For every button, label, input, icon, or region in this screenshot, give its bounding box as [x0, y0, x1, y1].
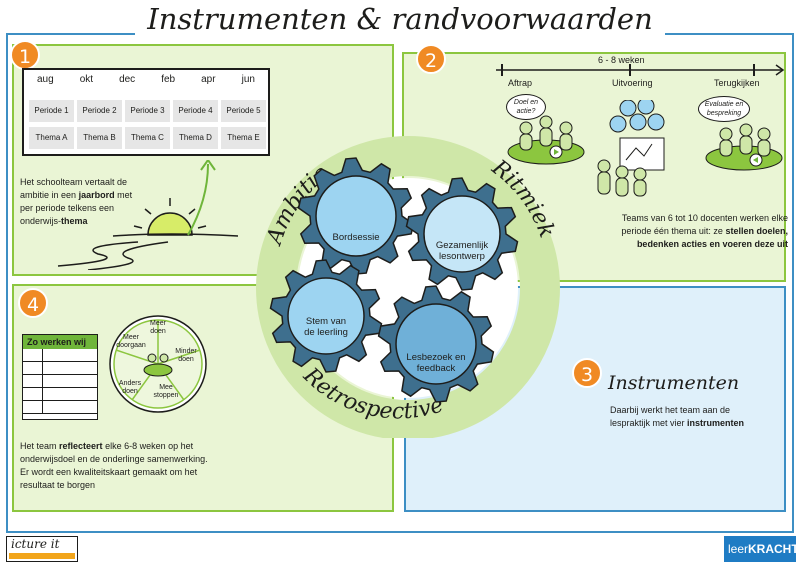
- month-label: dec: [119, 74, 136, 85]
- text: lespraktijk met vier: [610, 418, 685, 428]
- period-row: Periode 1 Periode 2 Periode 3 Periode 4 …: [29, 100, 266, 122]
- brand-leerkracht: leerKRACHT: [724, 536, 799, 562]
- bold-text: bedenken acties en voeren deze uit: [636, 239, 788, 249]
- cycle-diagram: Ambitie Ritmiek Retrospective Bordsessie…: [256, 136, 560, 438]
- wheel-segment: Meer doen: [150, 320, 166, 335]
- text: periode één thema uit: ze: [621, 226, 723, 236]
- speech-bubble: Evaluatie en bespreking: [698, 96, 750, 122]
- card-row: [23, 401, 97, 414]
- gear-label-lesbezoek: Lesbezoek en: [406, 352, 465, 363]
- text-line: per periode telkens een: [20, 203, 115, 213]
- text-line: Daarbij werkt het team aan de: [610, 405, 731, 415]
- phase-label: Aftrap: [508, 78, 533, 88]
- text-line: periode één thema uit: ze stellen doelen…: [592, 225, 788, 238]
- card-row: [23, 388, 97, 401]
- gear-bordsessie-face: [315, 175, 397, 257]
- text-line: onderwijsdoel en de onderlinge samenwerk…: [20, 454, 208, 464]
- panel3-description: Daarbij werkt het team aan de lespraktij…: [610, 404, 780, 430]
- brand-text: icture it: [11, 537, 60, 551]
- theme-row: Thema A Thema B Thema C Thema D Thema E: [29, 127, 266, 149]
- team-illustrations: [507, 100, 783, 197]
- panel1-description: Het schoolteam vertaalt de ambitie in ee…: [20, 176, 200, 228]
- wheel-segment: Anders doen: [118, 380, 142, 395]
- gear-label-lesontwerp: lesontwerp: [439, 251, 485, 262]
- gear-stem-van-de-leerling-face: [287, 277, 365, 355]
- jaarbord: aug okt dec feb apr jun Periode 1 Period…: [22, 68, 270, 156]
- phase-label: Uitvoering: [612, 78, 653, 88]
- card-row: [23, 362, 97, 375]
- period-cell: Periode 1: [29, 100, 74, 122]
- text-line: bedenken acties en voeren deze uit: [592, 238, 788, 251]
- instrumenten-title: Instrumenten: [608, 372, 740, 394]
- bold-text: jaarbord: [78, 190, 115, 200]
- brand-picture-it: icture it: [6, 536, 78, 562]
- text: met: [117, 190, 133, 200]
- text-line: lespraktijk met vier instrumenten: [610, 417, 780, 430]
- theme-cell: Thema B: [77, 127, 122, 149]
- gear-label-bordsessie: Bordsessie: [333, 232, 380, 243]
- month-label: apr: [201, 74, 216, 85]
- text-line: onderwijs-thema: [20, 215, 200, 228]
- gear-label-feedback: feedback: [417, 363, 456, 374]
- page-title: Instrumenten & randvoorwaarden: [0, 2, 800, 36]
- speech-bubble: Doel en actie?: [506, 94, 546, 120]
- panel4-description: Het team reflecteert elke 6-8 weken op h…: [20, 440, 260, 492]
- retro-wheel: [109, 315, 207, 413]
- panel2-description: Teams van 6 tot 10 docenten werken elke …: [592, 212, 788, 251]
- period-cell: Periode 5: [221, 100, 266, 122]
- month-row: aug okt dec feb apr jun: [24, 74, 268, 85]
- step-number-1: 1: [10, 40, 40, 70]
- brand-text: leer: [728, 542, 749, 556]
- gear-label-stem-van: Stem van: [306, 316, 346, 327]
- brand-text-bold: KRACHT: [748, 542, 799, 556]
- step-number-2: 2: [416, 44, 446, 74]
- step-number-3: 3: [572, 358, 602, 388]
- text-line: resultaat te borgen: [20, 480, 96, 490]
- quality-card: Zo werken wij: [22, 334, 98, 420]
- text: ambitie in een: [20, 190, 77, 200]
- month-label: okt: [79, 74, 94, 85]
- gear-group: [269, 157, 519, 403]
- text-line: ambitie in een jaarbord met: [20, 189, 200, 202]
- theme-cell: Thema D: [173, 127, 218, 149]
- month-label: feb: [161, 74, 176, 85]
- text-line: Er wordt een kwaliteitskaart gemaakt om …: [20, 467, 198, 477]
- phase-label: Terugkijken: [714, 78, 760, 88]
- period-cell: Periode 4: [173, 100, 218, 122]
- wheel-segment: Mee stoppen: [153, 384, 179, 399]
- theme-cell: Thema A: [29, 127, 74, 149]
- bold-text: thema: [61, 216, 88, 226]
- duration-label: 6 - 8 weken: [598, 55, 645, 65]
- wheel-segment: Meer doorgaan: [116, 334, 146, 349]
- period-cell: Periode 2: [77, 100, 122, 122]
- period-cell: Periode 3: [125, 100, 170, 122]
- gear-label-de-leerling: de leerling: [304, 327, 348, 338]
- text-line: Het schoolteam vertaalt de: [20, 177, 128, 187]
- bold-text: instrumenten: [687, 418, 745, 428]
- bold-text: stellen doelen,: [725, 226, 788, 236]
- text: onderwijs-: [20, 216, 62, 226]
- step-number-4: 4: [18, 288, 48, 318]
- sunrise-illustration: [57, 160, 239, 270]
- month-label: aug: [37, 74, 54, 85]
- timeline: [496, 64, 785, 76]
- wheel-segment: Minder doen: [175, 348, 197, 363]
- cycle-ring: [256, 136, 560, 438]
- card-row: [23, 375, 97, 388]
- gear-label-gezamenlijk: Gezamenlijk: [436, 240, 489, 251]
- theme-cell: Thema C: [125, 127, 170, 149]
- text-line: Teams van 6 tot 10 docenten werken elke: [621, 213, 788, 223]
- quality-card-title: Zo werken wij: [23, 335, 97, 349]
- text: elke 6-8 weken op het: [105, 441, 194, 451]
- bold-text: reflecteert: [59, 441, 103, 451]
- theme-cell: Thema E: [221, 127, 266, 149]
- month-label: jun: [241, 74, 255, 85]
- text-line: Het team reflecteert elke 6-8 weken op h…: [20, 440, 260, 453]
- gear-gezamenlijk-lesontwerp-face: [423, 195, 501, 273]
- gear-lesbezoek-en-feedback-face: [395, 303, 477, 385]
- text: Het team: [20, 441, 57, 451]
- card-row: [23, 349, 97, 362]
